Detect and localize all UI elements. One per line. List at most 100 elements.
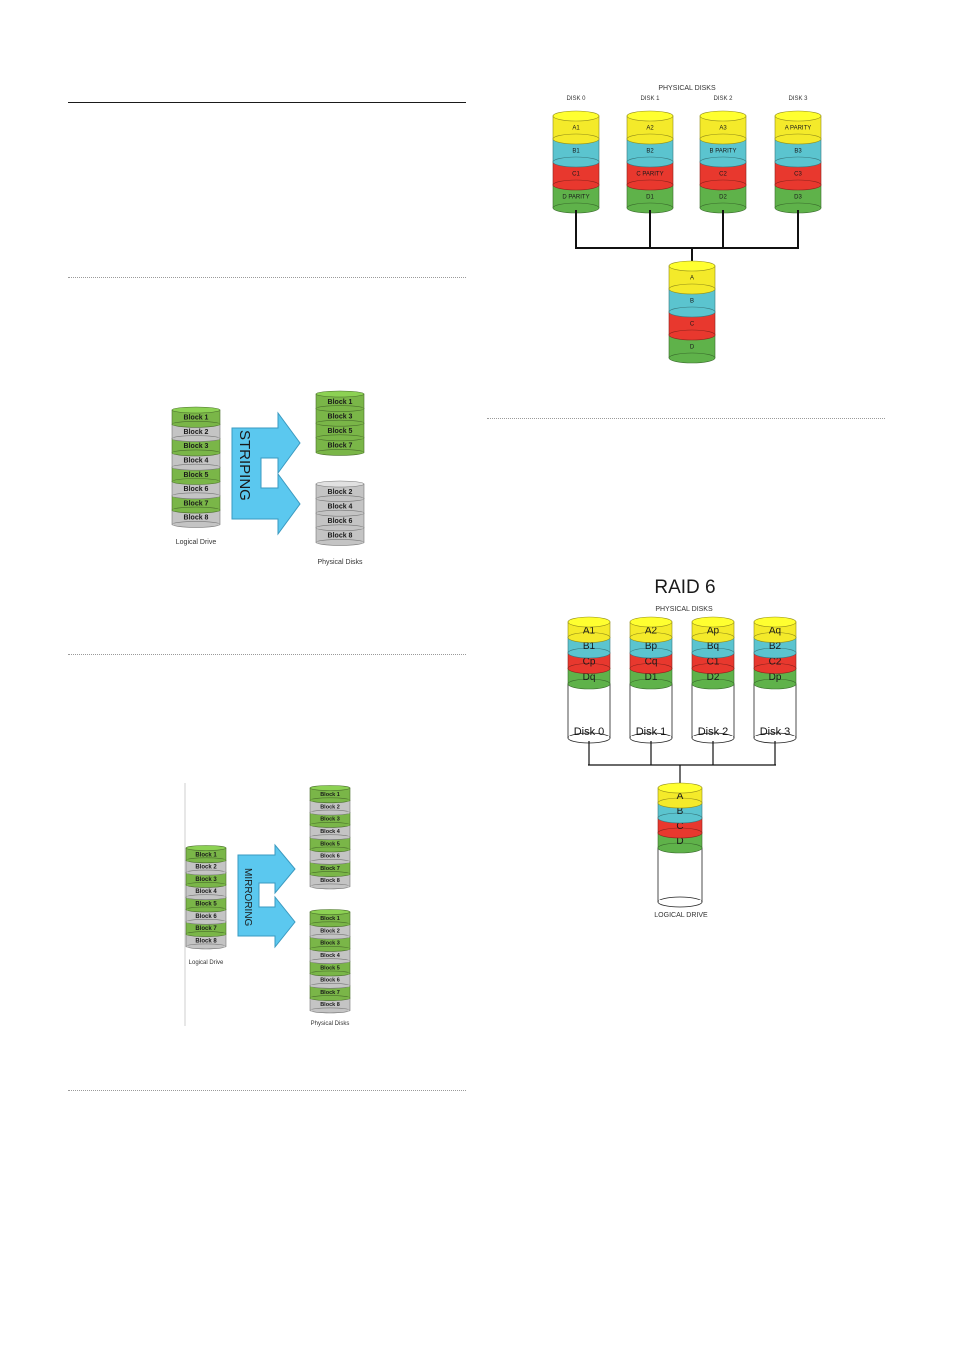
mirroring-logical-block-label: Block 7	[195, 926, 217, 932]
raid5-segment-label: B PARITY	[710, 149, 737, 155]
striping-disk-b-block: Block 6	[315, 512, 365, 532]
striping-disk-a-block: Block 7	[315, 437, 365, 456]
mirroring-disk-b-block-label: Block 8	[320, 1002, 340, 1008]
striping-disk-a-block-label: Block 5	[328, 428, 353, 435]
raid5-segment: A2	[626, 115, 674, 145]
raid5-segment-label: B1	[572, 149, 580, 155]
top-rule	[68, 102, 466, 103]
raid6-segment-label: B2	[769, 641, 782, 652]
raid5-segment-label: C PARITY	[636, 172, 663, 178]
mirroring-logical-block: Block 8	[185, 933, 227, 950]
raid5-disk-label: DISK 3	[788, 96, 808, 102]
striping-logical-block-label: Block 4	[184, 458, 209, 465]
raid6-logical-segment-label: D	[676, 836, 683, 847]
mirroring-logical-block-label: Block 3	[195, 877, 217, 883]
mirroring-disk-a-block: Block 8	[309, 873, 351, 890]
divider-2	[68, 654, 466, 655]
striping-logical-block-label: Block 8	[184, 515, 209, 522]
raid5-segment: D2	[699, 184, 747, 214]
striping-logical-block: Block 7	[171, 495, 221, 514]
striping-disk-b-block: Block 4	[315, 498, 365, 517]
mirroring-disk-a-block-label: Block 7	[320, 866, 340, 872]
mirroring-disk-a-block-label: Block 4	[320, 829, 341, 835]
raid6-title: RAID 6	[654, 577, 715, 598]
striping-disk-b-block: Block 8	[315, 527, 365, 546]
mirroring-disk-b-block-label: Block 7	[320, 990, 340, 996]
raid6-segment-label: C2	[769, 656, 782, 667]
raid5-segment: A3	[699, 115, 747, 145]
mirroring-disk-a-block-cap	[309, 785, 351, 791]
mirroring-logical-block: Block 5	[185, 896, 227, 913]
striping-disk-b-block-label: Block 8	[328, 533, 353, 540]
raid5-segment-label: C2	[719, 172, 727, 178]
mirroring-disk-b-block-label: Block 4	[320, 953, 341, 959]
raid5-segment-label: B3	[794, 149, 802, 155]
striping-logical-block-label: Block 6	[184, 486, 209, 493]
mirroring-disk-a-block: Block 4	[309, 824, 351, 841]
raid6-disk-name: Disk 3	[760, 726, 791, 738]
mirroring-disk-a-block: Block 3	[309, 812, 351, 828]
mirroring-logical-block-label: Block 5	[195, 901, 217, 907]
raid5-logical-segment: B	[668, 288, 716, 318]
mirroring-disk-a-block: Block 6	[309, 849, 351, 865]
striping-logical-block-label: Block 5	[184, 472, 209, 479]
mirroring-disk-a-block-label: Block 8	[320, 878, 340, 884]
mirroring-arrow	[237, 843, 296, 949]
mirroring-disk-b-block: Block 5	[309, 960, 351, 977]
raid5-segment: C PARITY	[626, 161, 674, 191]
striping-disk-a-block: Block 3	[315, 408, 365, 427]
mirroring-disk-b-block: Block 4	[309, 948, 351, 965]
raid5-segment-label: A3	[719, 126, 727, 132]
raid5-logical-segment-cap	[668, 260, 716, 272]
raid5-logical-segment-label: D	[690, 345, 695, 351]
mirroring-logical-block-label: Block 1	[195, 852, 217, 858]
striping-logical-block: Block 4	[171, 452, 221, 471]
raid5-segment-cap	[774, 110, 822, 122]
raid5-segment-cap	[626, 110, 674, 122]
raid6-logical-label: LOGICAL DRIVE	[654, 912, 708, 919]
raid6-segment-label: Cq	[645, 656, 658, 667]
mirroring-disk-a-block: Block 5	[309, 836, 351, 853]
striping-disk-b-block-cap	[315, 480, 365, 488]
raid5-segment-label: C3	[794, 172, 802, 178]
raid6-segment-cap	[567, 616, 611, 628]
raid5-segment-label: B2	[646, 149, 654, 155]
raid6-segment-cap	[691, 616, 735, 628]
mirroring-disk-a-block: Block 2	[309, 799, 351, 816]
mirroring-disk-a-block: Block 7	[309, 861, 351, 877]
mirroring-disk-b-block: Block 7	[309, 985, 351, 1001]
raid5-segment: B2	[626, 138, 674, 168]
striping-logical-block-cap	[171, 406, 221, 414]
raid6-segment-label: C1	[707, 656, 720, 667]
mirroring-logical-block-label: Block 2	[195, 865, 217, 871]
raid6-disk-name: Disk 0	[574, 726, 605, 738]
mirroring-logical-block-label: Block 4	[195, 889, 217, 895]
raid5-header: PHYSICAL DISKS	[658, 85, 716, 92]
mirroring-logical-block: Block 6	[185, 909, 227, 925]
raid5-logical-segment-label: C	[690, 322, 695, 328]
mirroring-disk-b-block-cap	[309, 909, 351, 915]
raid6-logical-segment-label: A	[677, 791, 684, 802]
raid5-segment: A PARITY	[774, 115, 822, 145]
striping-logical-block-label: Block 7	[184, 500, 209, 507]
raid6-segment-label: Cp	[583, 656, 596, 667]
mirroring-disk-b-block-label: Block 6	[320, 978, 340, 984]
divider-3	[68, 1090, 466, 1091]
mirroring-disk-b-block-label: Block 2	[320, 928, 340, 934]
striping-disk-a-block: Block 5	[315, 422, 365, 442]
raid5-connector	[575, 210, 799, 262]
raid5-segment-label: D2	[719, 195, 727, 201]
raid5-segment: B1	[552, 138, 600, 168]
striping-logical-block-label: Block 1	[184, 415, 209, 422]
striping-logical-block: Block 3	[171, 438, 221, 457]
raid6-segment-label: D2	[707, 672, 720, 683]
raid6-disk-name: Disk 2	[698, 726, 729, 738]
raid5-disk-label: DISK 2	[713, 96, 733, 102]
